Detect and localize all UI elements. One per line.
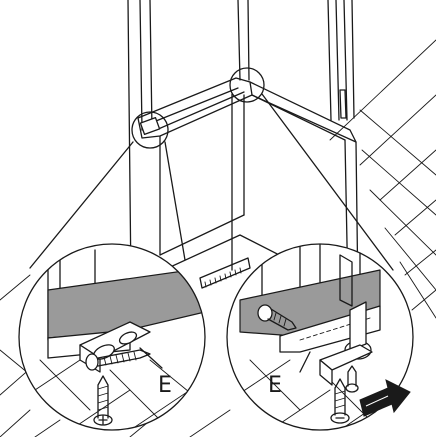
zoom-line-left-a [29, 141, 134, 269]
callout-label-left: E [158, 373, 172, 398]
screw-icon [345, 365, 359, 393]
zoom-source-right [229, 67, 265, 103]
screw-icon [330, 378, 350, 424]
detail-left: E [18, 243, 206, 431]
zoom-line-left-b [164, 141, 186, 261]
detail-right: E [226, 243, 414, 431]
cabinet [127, 0, 359, 301]
arrow-icon [359, 379, 411, 417]
zoom-line-right-b [261, 93, 394, 271]
screw-icon [257, 304, 297, 331]
callout-label-right: E [268, 373, 282, 398]
zoom-source-left [131, 111, 169, 149]
floor-tiles [0, 39, 436, 437]
screw-icon [93, 375, 113, 426]
